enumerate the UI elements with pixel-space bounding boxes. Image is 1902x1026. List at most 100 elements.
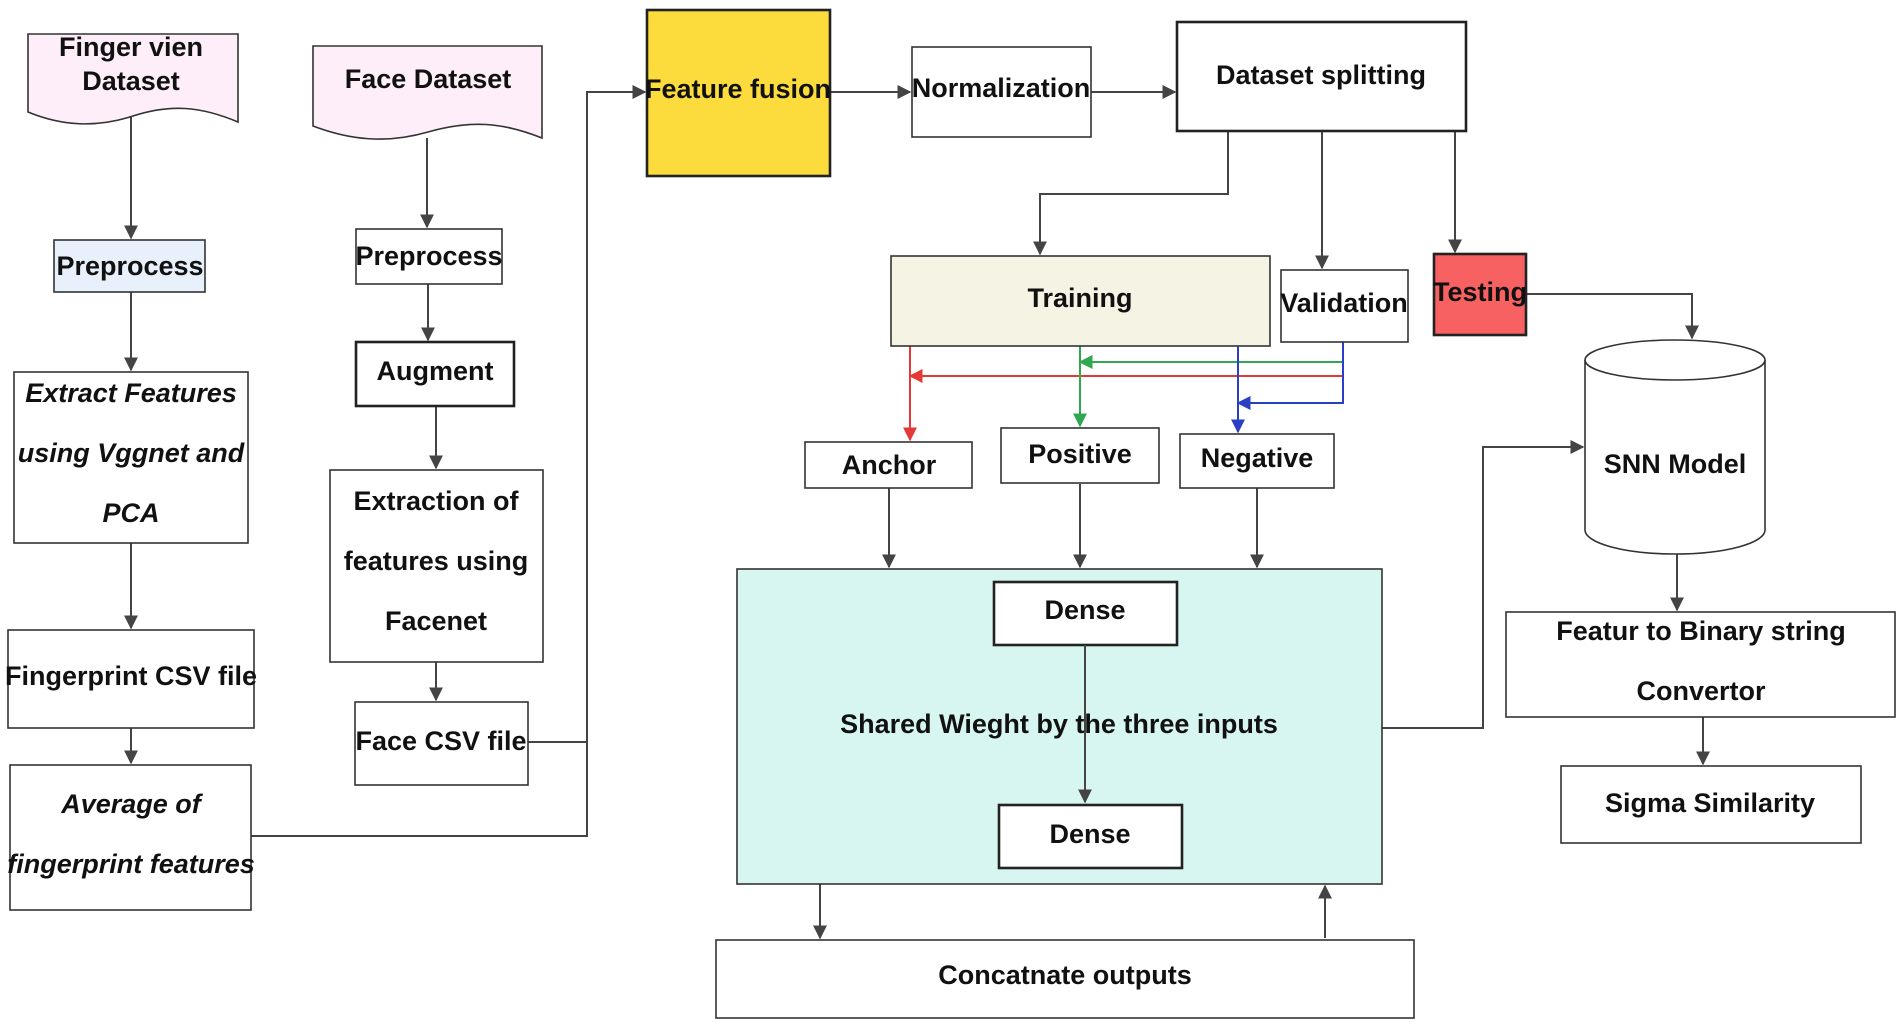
positive-label: Positive	[1028, 439, 1132, 469]
box	[7, 629, 255, 729]
dense-bottom-node: Dense	[997, 803, 1184, 870]
label-line: Training	[1027, 283, 1132, 313]
box	[9, 764, 252, 911]
label-line: Dense	[1044, 595, 1125, 625]
face-csv-label: Face CSV file	[355, 726, 526, 756]
preprocess-face-node: Preprocess	[355, 228, 503, 285]
box	[1280, 269, 1409, 343]
box	[911, 46, 1092, 138]
box	[53, 239, 206, 293]
label-line: Dense	[1049, 819, 1130, 849]
preprocess-finger-node: Preprocess	[53, 239, 206, 293]
concatenate-label: Concatnate outputs	[938, 960, 1192, 990]
face-csv-node: Face CSV file	[354, 701, 529, 786]
label-line: Finger vien	[59, 32, 203, 62]
label-line: Feature fusion	[645, 74, 831, 104]
label-line: Face CSV file	[355, 726, 526, 756]
cylinder-top	[1584, 339, 1766, 381]
sigma-similarity-node: Sigma Similarity	[1560, 765, 1862, 844]
snn-model-node: SNN Model	[1584, 339, 1766, 555]
positive-node: Positive	[1000, 427, 1160, 484]
label-line: Extract Features	[25, 378, 237, 408]
document-shape	[27, 33, 239, 125]
anchor-label: Anchor	[842, 450, 937, 480]
validation-label: Validation	[1280, 288, 1408, 318]
label-line: fingerprint features	[7, 849, 255, 879]
box	[1000, 427, 1160, 484]
average-fingerprint-node: Average of fingerprint features	[7, 764, 255, 911]
label-line: Extraction of	[353, 486, 519, 516]
label-line: Positive	[1028, 439, 1132, 469]
negative-node: Negative	[1179, 433, 1335, 489]
fingerprint-csv-node: Fingerprint CSV file	[5, 629, 257, 729]
dense-bottom-label: Dense	[1049, 819, 1130, 849]
label-line: SNN Model	[1604, 449, 1747, 479]
arrow-shared-to-snn	[1382, 440, 1585, 729]
label-line: Preprocess	[56, 251, 203, 281]
training-node: Training	[890, 255, 1271, 347]
fingerprint-csv-label: Fingerprint CSV file	[5, 661, 257, 691]
label-line: Fingerprint CSV file	[5, 661, 257, 691]
label-line: Face Dataset	[345, 64, 512, 94]
label-line: Average of	[60, 789, 204, 819]
label-line: Normalization	[912, 73, 1091, 103]
sigma-similarity-label: Sigma Similarity	[1605, 788, 1815, 818]
label-line: Sigma Similarity	[1605, 788, 1815, 818]
face-dataset-label: Face Dataset	[345, 64, 512, 94]
box	[354, 340, 516, 408]
snn-model-label: SNN Model	[1604, 449, 1747, 479]
box	[1179, 433, 1335, 489]
label-line: Preprocess	[355, 241, 502, 271]
connectors	[124, 85, 1710, 940]
label-line: features using	[344, 546, 529, 576]
preprocess-face-label: Preprocess	[355, 241, 502, 271]
label-line: Facenet	[385, 606, 487, 636]
concatenate-node: Concatnate outputs	[715, 939, 1415, 1019]
label-line: Anchor	[842, 450, 937, 480]
box	[354, 701, 529, 786]
document-shape	[312, 45, 543, 140]
testing-node: Testing	[1432, 252, 1528, 337]
dense-top-node: Dense	[992, 580, 1179, 647]
normalization-label: Normalization	[912, 73, 1091, 103]
label-line: Convertor	[1636, 676, 1766, 706]
box	[997, 803, 1184, 870]
box	[645, 8, 832, 178]
label-line: PCA	[102, 498, 159, 528]
label-line: Testing	[1433, 277, 1527, 307]
arrow-average-to-feature-fusion	[251, 85, 647, 837]
face-dataset-node: Face Dataset	[312, 45, 543, 140]
arrow-testing-to-snn	[1526, 293, 1699, 340]
box	[715, 939, 1415, 1019]
label-line: Dataset splitting	[1216, 60, 1426, 90]
dataset-splitting-node: Dataset splitting	[1175, 20, 1468, 133]
label-line: Negative	[1201, 443, 1314, 473]
box	[13, 371, 249, 544]
validation-node: Validation	[1280, 269, 1409, 343]
box	[1432, 252, 1528, 337]
box	[1505, 611, 1896, 718]
label-line: Augment	[377, 356, 494, 386]
training-label: Training	[1027, 283, 1132, 313]
label-line: Featur to Binary string	[1556, 616, 1846, 646]
testing-label: Testing	[1433, 277, 1527, 307]
box	[1560, 765, 1862, 844]
shared-weight-label: Shared Wieght by the three inputs	[840, 709, 1278, 739]
dataset-splitting-label: Dataset splitting	[1216, 60, 1426, 90]
augment-label: Augment	[377, 356, 494, 386]
feature-fusion-label: Feature fusion	[645, 74, 831, 104]
feature-fusion-node: Feature fusion	[645, 8, 832, 178]
label-line: using Vggnet and	[18, 438, 245, 468]
box	[890, 255, 1271, 347]
label-line: Dataset	[82, 66, 180, 96]
label-line: Validation	[1280, 288, 1408, 318]
